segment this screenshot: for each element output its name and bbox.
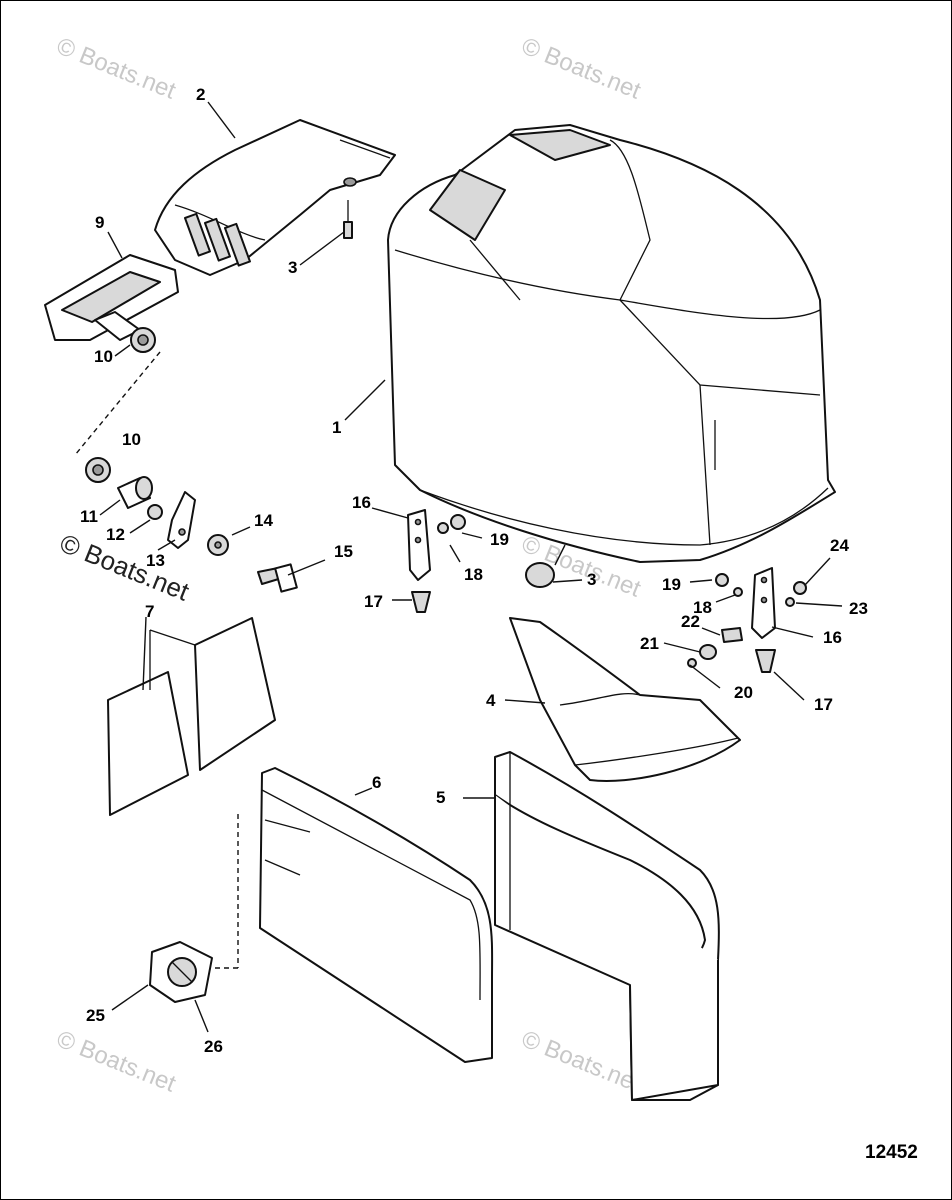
callout-22: 22 [681, 612, 700, 631]
dashed-alignment-line [74, 351, 161, 456]
nut-part-upper [130, 327, 156, 353]
callout-20: 20 [734, 683, 753, 702]
callout-2: 2 [196, 85, 205, 104]
callout-10-upper: 10 [94, 347, 113, 366]
washer-part [147, 504, 163, 520]
callout-18-left: 18 [464, 565, 483, 584]
callout-5: 5 [436, 788, 445, 807]
callout-25: 25 [86, 1006, 105, 1025]
watermark-top-left: © Boats.net [53, 33, 180, 105]
callout-26: 26 [204, 1037, 223, 1056]
callout-17-right: 17 [814, 695, 833, 714]
callout-19-right: 19 [662, 575, 681, 594]
callout-23: 23 [849, 599, 868, 618]
callout-1: 1 [332, 418, 341, 437]
watermark-top-right: © Boats.net [518, 33, 645, 105]
callout-15: 15 [334, 542, 353, 561]
callout-19-left: 19 [490, 530, 509, 549]
figure-number: 12452 [865, 1142, 918, 1163]
plate-part [149, 941, 213, 1003]
plug-part [525, 562, 555, 588]
lower-panel-part-5 [494, 751, 720, 1101]
shield-part [509, 617, 741, 782]
latch-part [167, 491, 196, 549]
leader-lines [99, 101, 843, 1033]
watermark-bottom-right: © Boats.net [518, 1026, 645, 1098]
top-cover-part [154, 119, 396, 276]
callout-13: 13 [146, 551, 165, 570]
callout-16-left: 16 [352, 493, 371, 512]
callout-12: 12 [106, 525, 125, 544]
callout-6: 6 [372, 773, 381, 792]
nut-part-lower [85, 457, 111, 483]
callout-17-left: 17 [364, 592, 383, 611]
hinge-assembly-right [687, 567, 807, 673]
callouts: 2 9 3 10 1 10 16 11 14 12 19 24 15 13 18… [80, 85, 868, 1056]
screw-part-upper [343, 200, 353, 239]
callout-10-lower: 10 [122, 430, 141, 449]
callout-16-right: 16 [823, 628, 842, 647]
callout-24: 24 [830, 536, 849, 555]
callout-3-lower: 3 [587, 570, 596, 589]
callout-21: 21 [640, 634, 659, 653]
callout-11: 11 [80, 507, 98, 526]
washer-part-14 [207, 534, 229, 556]
watermark-bottom-left: © Boats.net [53, 1026, 180, 1098]
callout-14: 14 [254, 511, 273, 530]
callout-18-right: 18 [693, 598, 712, 617]
callout-7: 7 [145, 602, 154, 621]
handle-part [44, 254, 179, 341]
callout-9: 9 [95, 213, 104, 232]
top-cowl-part [387, 124, 836, 563]
bolt-part [257, 563, 298, 593]
callout-4: 4 [486, 691, 496, 710]
callout-3-upper: 3 [288, 258, 297, 277]
spacer-part [117, 476, 153, 509]
side-panel-part-7 [107, 617, 276, 816]
hinge-assembly-left [407, 509, 466, 613]
lower-panel-part-6 [205, 767, 494, 1063]
